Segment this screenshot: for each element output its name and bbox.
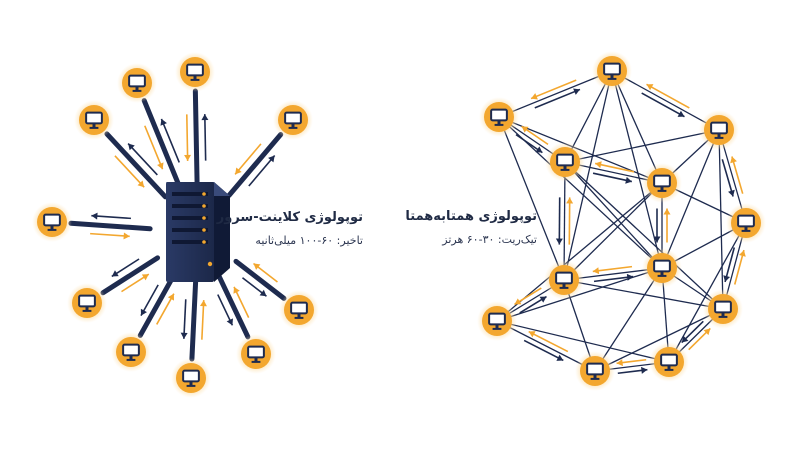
peer-monitor-icon-1 [479,97,519,137]
upload-arrow-p2p-0 [535,88,580,107]
upload-arrow-p2p-5 [723,248,734,282]
client-monitor-icon-0 [175,52,215,92]
client-monitor-icon-6 [279,290,319,330]
peer-monitor-icon-10 [575,351,615,391]
download-arrow-p2p-5 [735,250,746,284]
peer-monitor-icon-11 [649,342,689,382]
peer-monitor-icon-3 [545,142,585,182]
client-monitor-icon-1 [117,63,157,103]
cs-upload-arrow-0 [201,114,208,161]
server-link-0 [195,91,197,184]
peer-monitor-icon-9 [703,289,743,329]
cs-download-arrow-4 [90,232,130,239]
client-monitor-icon-4 [32,202,72,242]
cs-download-arrow-8 [200,300,207,340]
cs-upload-arrow-4 [91,213,131,220]
upload-arrow-p2p-3 [556,197,563,244]
peer-link-38 [719,130,723,309]
client-server-latency: تاخیر: ۶۰-۱۰۰ میلی‌ثانیه [255,234,363,247]
server-link-4 [71,223,150,228]
peer-monitor-icon-8 [477,301,517,341]
cs-upload-arrow-8 [181,299,188,339]
client-monitor-icon-9 [236,334,276,374]
client-monitor-icon-3 [273,100,313,140]
peer-link-9 [565,130,719,162]
download-arrow-p2p-10 [664,209,671,243]
download-arrow-p2p-9 [593,267,632,275]
peer-monitor-icon-4 [642,163,682,203]
peer-monitor-icon-2 [699,110,739,150]
peer-to-peer-tickrate: تیک‌ریت: ۳۰-۶۰ هرتز [442,233,537,246]
upload-arrow-p2p-9 [594,274,633,282]
peer-monitor-icon-7 [642,248,682,288]
download-arrow-p2p-3 [566,197,573,244]
download-arrow-p2p-7 [529,331,568,351]
client-monitor-icon-2 [74,100,114,140]
peer-monitor-icon-6 [544,260,584,300]
server-rack-icon [166,182,230,282]
server-link-7 [140,274,174,336]
peer-monitor-icon-0 [592,51,632,91]
peer-monitor-icon-5 [726,203,766,243]
client-monitor-icon-7 [111,332,151,372]
server-link-6 [236,261,284,298]
server-link-2 [107,134,165,197]
client-monitor-icon-8 [171,358,211,398]
download-arrow-p2p-1 [647,84,690,108]
upload-arrow-p2p-1 [642,93,685,117]
download-arrow-p2p-0 [531,80,576,99]
upload-arrow-p2p-7 [524,340,563,360]
server-link-1 [144,101,180,188]
cs-download-arrow-0 [184,114,191,161]
peer-link-25 [564,280,723,309]
peer-link-36 [499,117,564,280]
server-link-3 [229,134,281,195]
client-server-title: توپولوژی کلاینت-سرور [217,210,363,225]
client-monitor-icon-5 [67,283,107,323]
peer-to-peer-title: توپولوژی همتابه‌همتا [405,209,537,224]
server-link-5 [103,258,158,293]
upload-arrow-p2p-10 [654,209,661,243]
client-nodes [32,51,766,398]
server-link-8 [192,280,196,359]
